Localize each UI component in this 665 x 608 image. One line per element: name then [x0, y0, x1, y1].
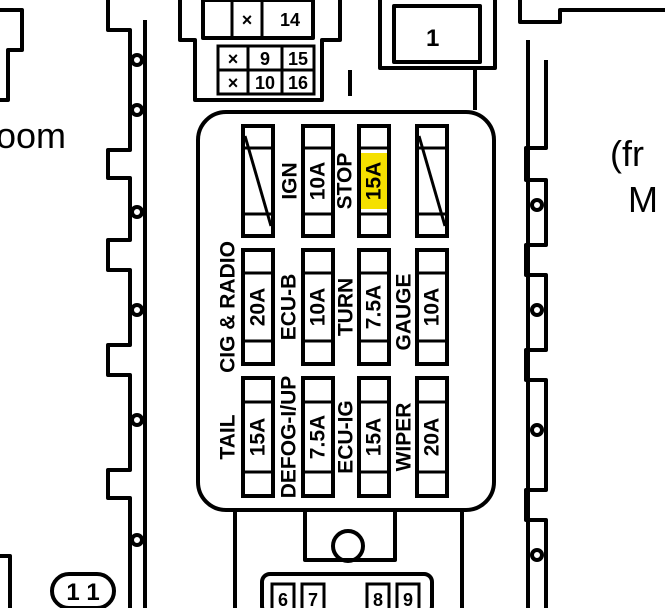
top-connector-cell: × — [242, 10, 253, 30]
right-rail-hole — [530, 303, 544, 317]
fuse-rating: 7.5A — [363, 285, 386, 329]
fuse-body — [301, 376, 335, 498]
top-connector-cell: × — [228, 49, 239, 69]
fuse-rating: 10A — [421, 288, 444, 327]
fuse-gauge: 10A — [415, 248, 449, 366]
top-connector-grid — [216, 0, 316, 96]
fuse-body — [357, 376, 391, 498]
bottom-left-bracket — [0, 554, 12, 608]
fuse-body — [301, 248, 335, 366]
connector-pin-label: 9 — [403, 590, 413, 608]
fuse-array: 10A 15A 20A 10A 7.5A 10A 15A 7.5A 15A 20A — [241, 124, 449, 498]
circuit-label-wiper: WIPER — [393, 403, 416, 472]
fuse-ecu-b: 10A — [301, 248, 335, 366]
connector-pin — [395, 582, 421, 608]
right-label-bottom: M — [628, 179, 658, 220]
connector-pin — [270, 582, 296, 608]
top-connector-labels: × 14 × 9 15 × 10 16 — [228, 10, 308, 93]
bottom-connector — [260, 572, 434, 608]
top-connector-cell: × — [228, 73, 239, 93]
left-rail-hole — [130, 205, 144, 219]
connector-pin-label: 6 — [278, 590, 288, 608]
top-connector-cell: 16 — [288, 73, 308, 93]
top-right-bracket — [518, 0, 665, 24]
circuit-label-tail: TAIL — [217, 414, 240, 459]
fuse-rating: 10A — [307, 288, 330, 327]
fuse-cig-radio: 20A — [241, 248, 275, 366]
left-bracket — [0, 8, 24, 102]
circuit-label-turn: TURN — [335, 278, 358, 336]
relay-label: 1 — [426, 25, 439, 52]
relay-block — [378, 0, 497, 70]
fuse-box-outer — [196, 110, 496, 512]
left-label: oom — [0, 115, 66, 156]
circuit-label-ign: IGN — [279, 162, 302, 199]
fuse-body — [357, 248, 391, 366]
right-rail-hole — [530, 548, 544, 562]
spare-slash — [243, 135, 273, 227]
circuit-labels: IGN STOP CIG & RADIO ECU-B TURN GAUGE TAIL DEFO… — [217, 153, 416, 499]
bottom-connector-pins: 6 7 8 9 — [270, 582, 421, 608]
fuse-highlight — [361, 153, 387, 209]
fuse-rating: 15A — [363, 162, 386, 201]
fuse-defog-iup: 7.5A — [301, 376, 335, 498]
fuse-body — [241, 248, 275, 366]
fuse-spare-1 — [241, 124, 275, 238]
left-rail-hole — [130, 303, 144, 317]
connector-pin — [365, 582, 391, 608]
left-rail-outer — [106, 0, 132, 608]
fuse-body — [415, 376, 449, 498]
top-connector-frame — [201, 0, 315, 40]
right-rail-outer — [524, 60, 548, 608]
connector-pin — [300, 582, 326, 608]
fuse-tail: 15A — [241, 376, 275, 498]
relay-inner — [392, 4, 482, 64]
circuit-label-defog-iup: DEFOG-I/UP — [278, 376, 301, 499]
mount-hole — [331, 529, 365, 563]
fuse-rating: 7.5A — [307, 415, 330, 459]
fuse-body — [301, 124, 335, 238]
connector-pin-label: 8 — [373, 590, 383, 608]
fuse-wiper: 20A — [415, 376, 449, 498]
fuse-ign: 10A — [301, 124, 335, 238]
bottom-left-badge — [50, 572, 116, 608]
circuit-label-gauge: GAUGE — [393, 273, 416, 350]
left-rail-hole — [130, 103, 144, 117]
circuit-label-stop: STOP — [334, 153, 357, 210]
fuse-rating: 20A — [421, 418, 444, 457]
top-connector-cell: 10 — [255, 73, 275, 93]
left-rail-hole — [130, 53, 144, 67]
right-rail-hole — [530, 423, 544, 437]
circuit-label-ecu-b: ECU-B — [278, 274, 301, 341]
spare-slash — [417, 135, 447, 227]
fuse-ecu-ig: 15A — [357, 376, 391, 498]
top-connector-cell: 14 — [280, 10, 300, 30]
circuit-label-cig-radio: CIG & RADIO — [217, 241, 240, 373]
fuse-body — [241, 376, 275, 498]
fuse-stop: 15A — [357, 124, 391, 238]
left-rail-hole — [130, 413, 144, 427]
top-connector-cell: 9 — [260, 49, 270, 69]
fuse-body — [415, 248, 449, 366]
top-connector-housing — [178, 0, 342, 102]
right-label-top: (fr — [610, 133, 644, 174]
fuse-rating: 15A — [363, 418, 386, 457]
connector-pin-label: 7 — [308, 590, 318, 608]
right-rail-hole — [530, 198, 544, 212]
fuse-rating: 20A — [247, 288, 270, 327]
left-rail-hole — [130, 533, 144, 547]
channel-inner — [303, 510, 397, 562]
circuit-label-ecu-ig: ECU-IG — [335, 400, 358, 474]
top-connector-cell: 15 — [288, 49, 308, 69]
fuse-rating: 10A — [307, 162, 330, 201]
fuse-turn: 7.5A — [357, 248, 391, 366]
bottom-left-badge-label: 1 1 — [66, 579, 99, 606]
fuse-spare-2 — [415, 124, 449, 238]
fuse-rating: 15A — [247, 418, 270, 457]
